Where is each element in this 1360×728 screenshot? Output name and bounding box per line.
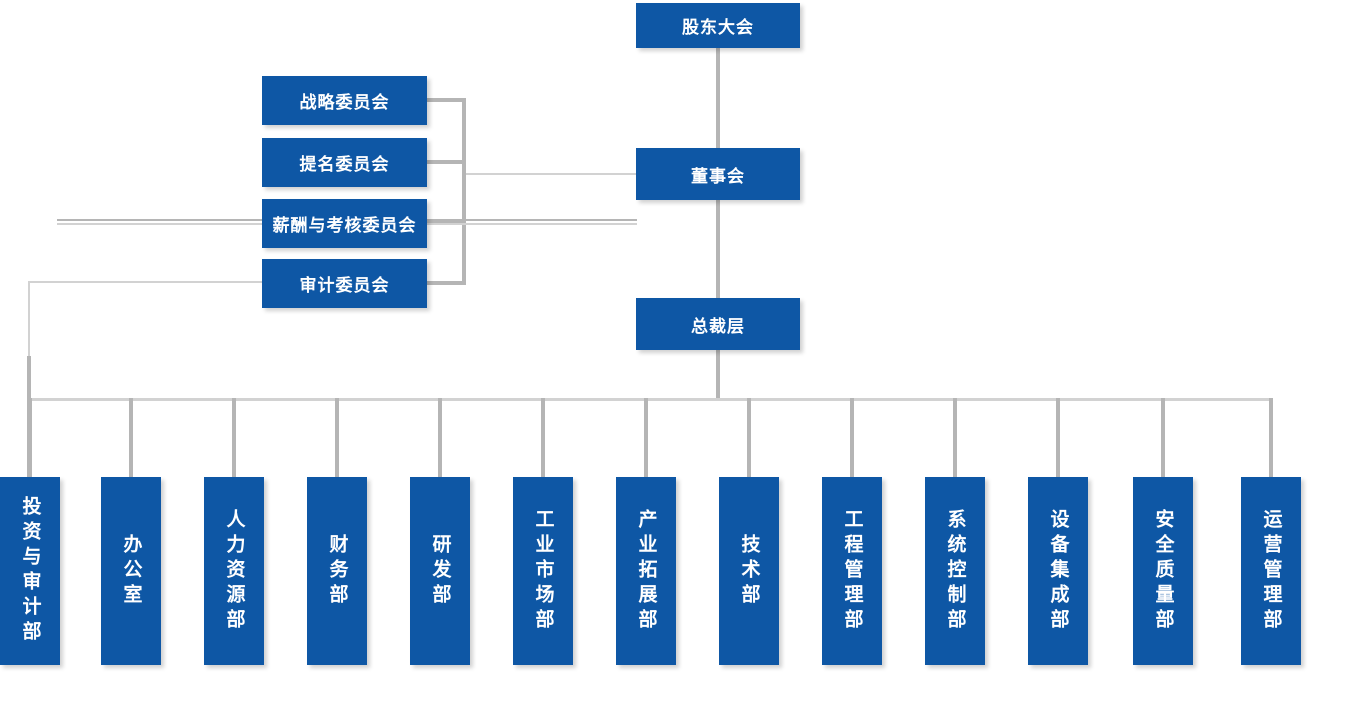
department-investment-audit: 投资与审计部: [0, 477, 60, 665]
connector-drop-industrial-market: [541, 398, 545, 478]
connector-committee-strategy-stub: [427, 98, 466, 102]
node-president-label: 总裁层: [691, 316, 745, 337]
department-equipment-integration-label: 设备集成部: [1047, 508, 1070, 634]
department-operations-management: 运营管理部: [1241, 477, 1301, 665]
connector-committee-compensation-stub: [427, 220, 466, 224]
connector-drop-office: [129, 398, 133, 478]
connector-committee-vertical-bus: [462, 98, 466, 285]
node-board-label: 董事会: [691, 166, 745, 187]
department-rnd-label: 研发部: [429, 533, 452, 609]
committee-audit-label: 审计委员会: [299, 276, 390, 296]
department-industrial-market-label: 工业市场部: [532, 508, 555, 634]
department-industry-expansion: 产业拓展部: [616, 477, 676, 665]
department-system-control-label: 系统控制部: [944, 508, 967, 634]
committee-strategy-label: 战略委员会: [299, 93, 390, 113]
department-safety-quality: 安全质量部: [1133, 477, 1193, 665]
node-president-level: 总裁层: [636, 298, 800, 350]
department-engineering-management-label: 工程管理部: [841, 508, 864, 634]
connector-drop-industry-expansion: [644, 398, 648, 478]
connector-drop-investment-audit: [28, 398, 32, 478]
committee-compensation-label: 薪酬与考核委员会: [272, 216, 417, 236]
department-technology-label: 技术部: [738, 533, 761, 609]
connector-audit-left-horizontal: [28, 281, 262, 283]
department-system-control: 系统控制部: [925, 477, 985, 665]
connector-drop-finance: [335, 398, 339, 478]
node-board-of-directors: 董事会: [636, 148, 800, 200]
connector-drop-technology: [747, 398, 751, 478]
department-finance-label: 财务部: [326, 533, 349, 609]
department-operations-management-label: 运营管理部: [1260, 508, 1283, 634]
department-office-label: 办公室: [120, 533, 143, 609]
department-human-resources: 人力资源部: [204, 477, 264, 665]
committee-compensation-assessment: 薪酬与考核委员会: [262, 199, 427, 248]
committee-nomination-label: 提名委员会: [299, 155, 390, 175]
node-shareholders-meeting: 股东大会: [636, 3, 800, 48]
connector-committee-nomination-stub: [427, 160, 466, 164]
department-industry-expansion-label: 产业拓展部: [635, 508, 658, 634]
connector-drop-operations-management: [1269, 398, 1273, 478]
connector-department-bus: [28, 398, 1273, 401]
department-engineering-management: 工程管理部: [822, 477, 882, 665]
committee-audit: 审计委员会: [262, 259, 427, 308]
department-investment-audit-label: 投资与审计部: [19, 496, 42, 646]
department-finance: 财务部: [307, 477, 367, 665]
department-industrial-market: 工业市场部: [513, 477, 573, 665]
committee-strategy: 战略委员会: [262, 76, 427, 125]
connector-drop-system-control: [953, 398, 957, 478]
committee-nomination: 提名委员会: [262, 138, 427, 187]
connector-drop-safety-quality: [1161, 398, 1165, 478]
department-equipment-integration: 设备集成部: [1028, 477, 1088, 665]
department-office: 办公室: [101, 477, 161, 665]
department-technology: 技术部: [719, 477, 779, 665]
node-shareholders-label: 股东大会: [682, 18, 754, 38]
connector-president-bus: [716, 350, 720, 398]
connector-board-president: [716, 200, 720, 298]
connector-shareholders-board: [716, 48, 720, 148]
connector-drop-human-resources: [232, 398, 236, 478]
department-rnd: 研发部: [410, 477, 470, 665]
department-human-resources-label: 人力资源部: [223, 508, 246, 634]
connector-committee-audit-stub: [427, 281, 466, 285]
connector-drop-engineering-management: [850, 398, 854, 478]
connector-drop-equipment-integration: [1056, 398, 1060, 478]
connector-audit-left-vertical-thin: [28, 281, 30, 358]
department-safety-quality-label: 安全质量部: [1152, 508, 1175, 634]
connector-committees-to-board: [466, 173, 636, 175]
connector-drop-rnd: [438, 398, 442, 478]
